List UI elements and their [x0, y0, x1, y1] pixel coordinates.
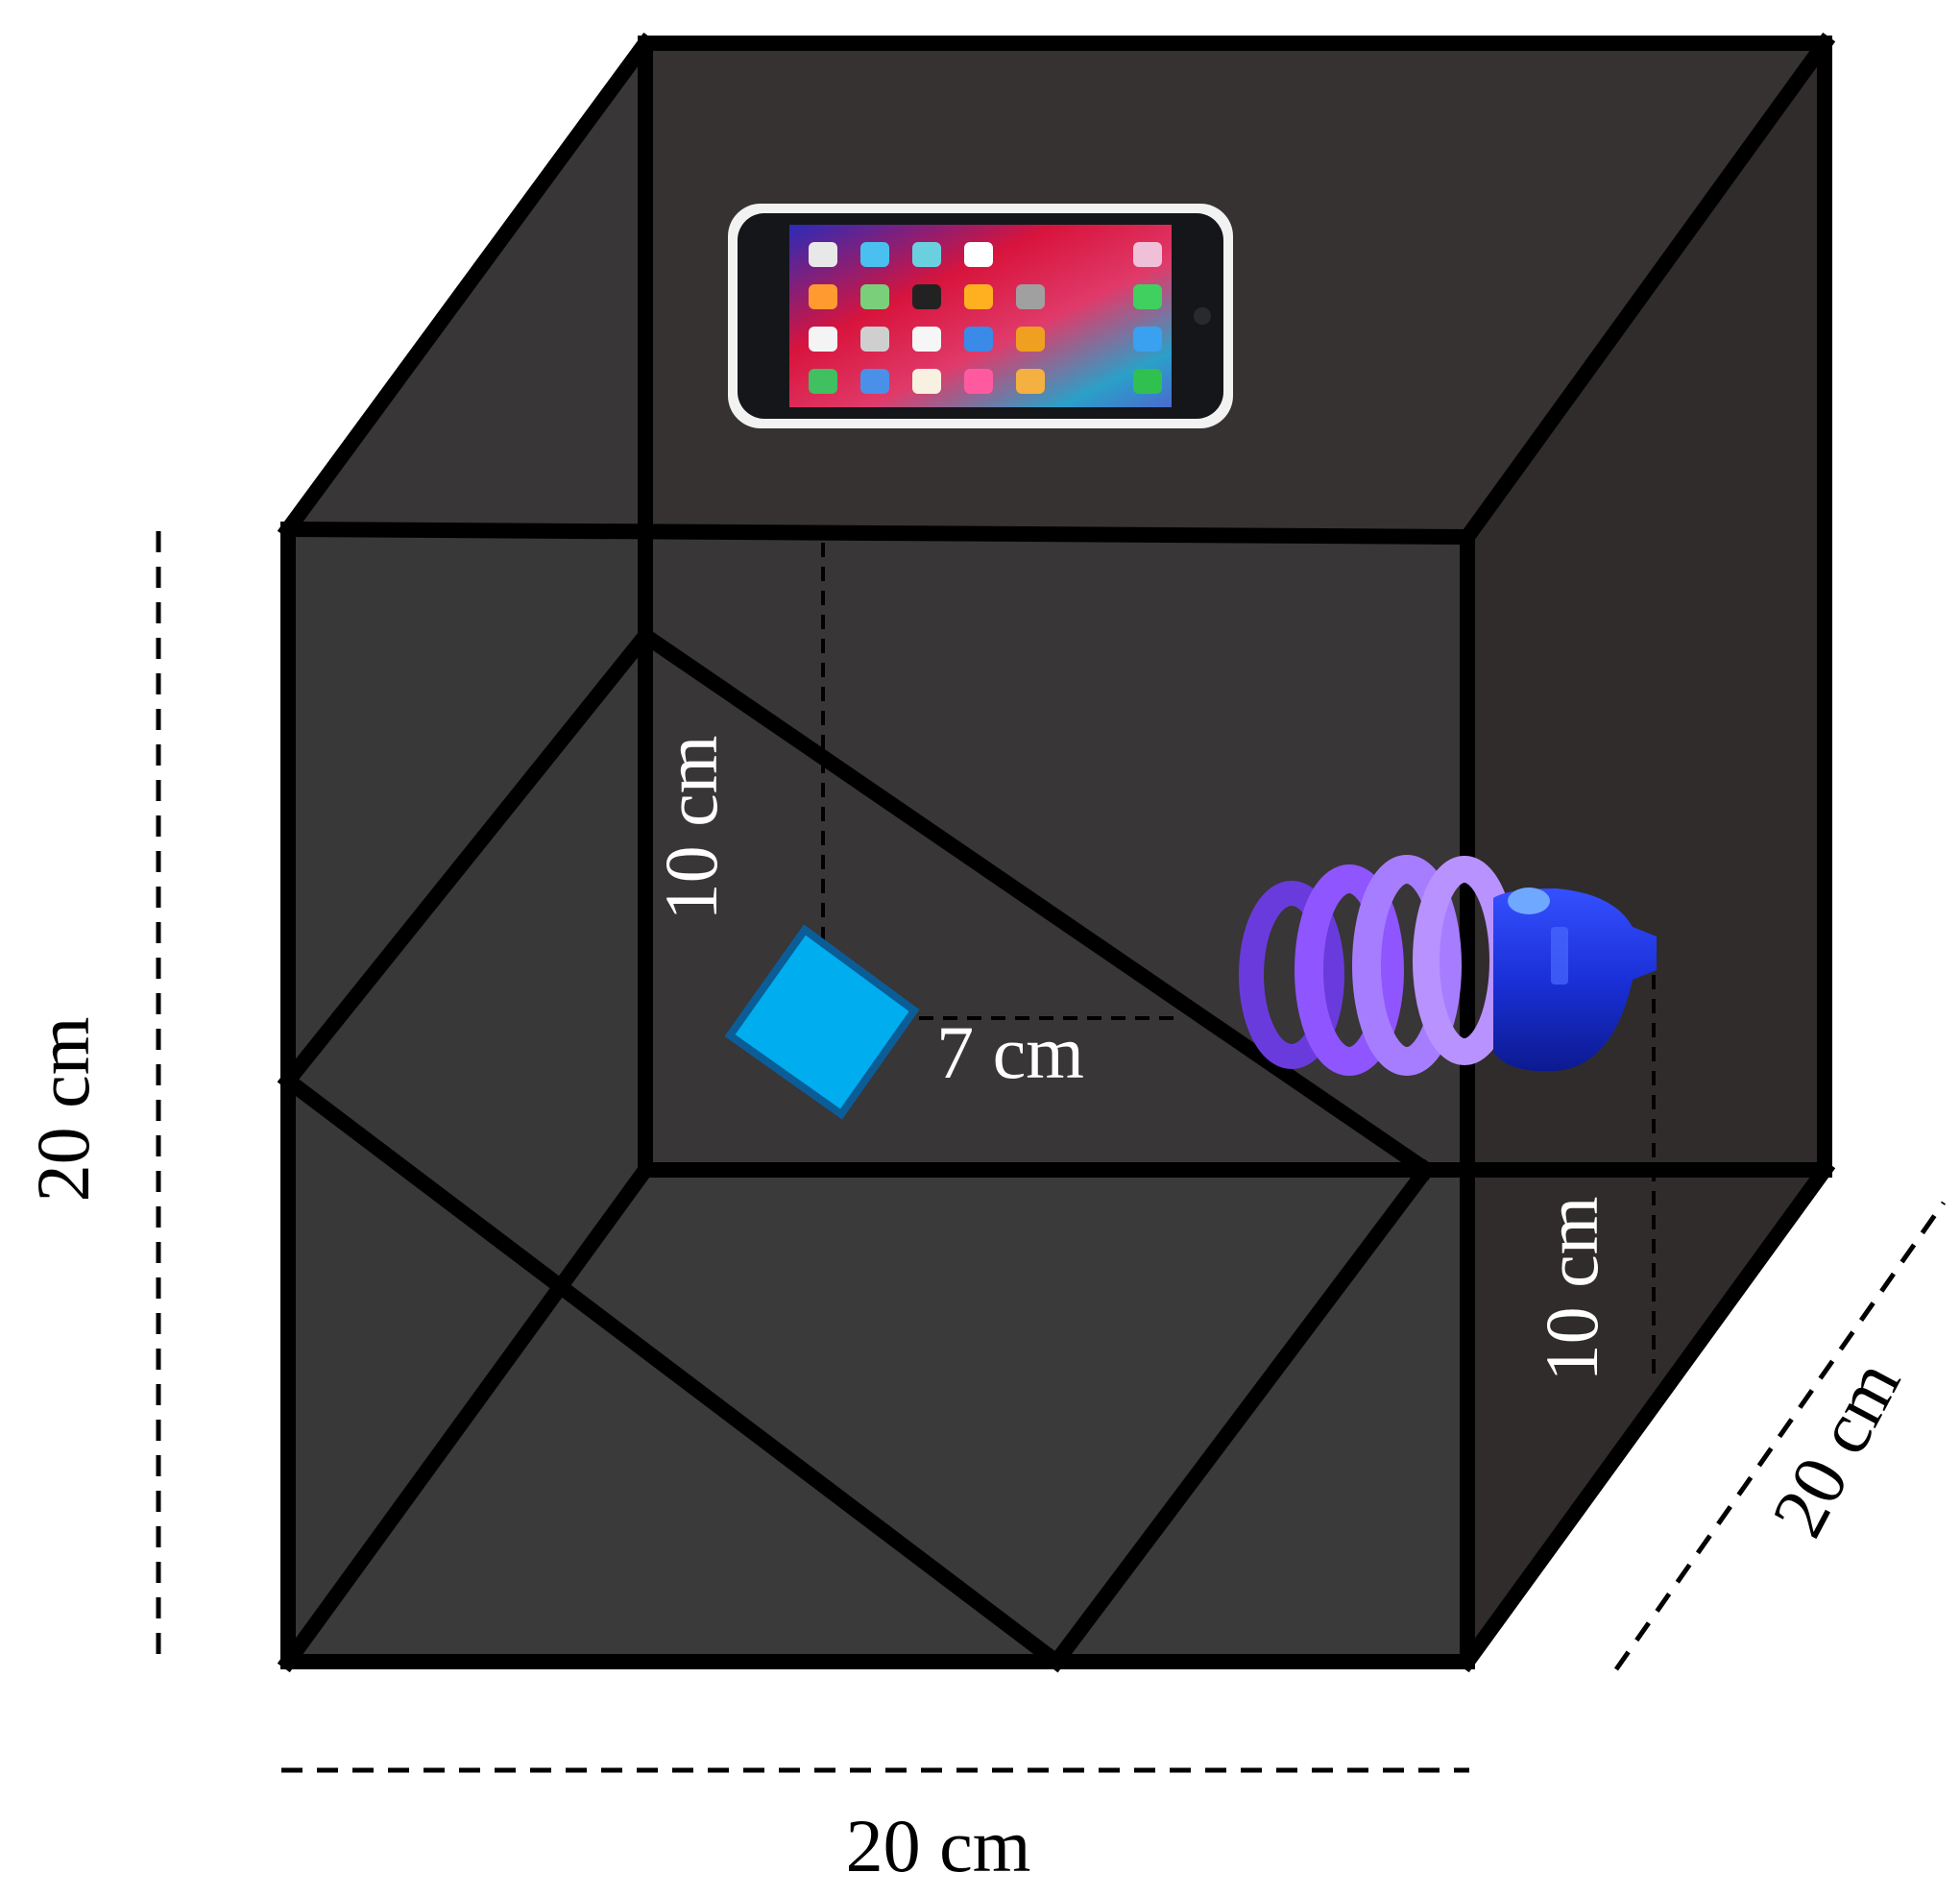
- height-label: 20 cm: [21, 1017, 105, 1203]
- edge-bottom-left: [277, 1158, 657, 1673]
- sample-offset-label: 7 cm: [936, 1010, 1084, 1094]
- lamp-height-label: 10 cm: [1530, 1197, 1613, 1382]
- depth-label: 20 cm: [1755, 1347, 1916, 1549]
- edge-bottom-right: [1456, 1158, 1836, 1673]
- box-edges: [277, 32, 1836, 1673]
- app-icons: [809, 242, 1162, 394]
- smartphone-icon: [728, 204, 1233, 428]
- edge-top-right: [1456, 32, 1836, 548]
- inner-frame-1: [277, 624, 657, 1092]
- dimension-lines: [156, 531, 1947, 1773]
- box-faces: [288, 43, 1825, 1662]
- depth-dimension-line: [1613, 1201, 1947, 1671]
- width-label: 20 cm: [846, 1804, 1031, 1887]
- right-face: [1467, 43, 1825, 1662]
- uv-spiral-lamp-icon: [1239, 855, 1657, 1076]
- sample-square-icon: [724, 924, 920, 1120]
- edge-top-left: [277, 32, 657, 541]
- inner-frame-3: [1045, 1158, 1438, 1673]
- inner-frame-4: [277, 1069, 1068, 1673]
- inner-frame-2: [634, 624, 1438, 1181]
- front-face: [288, 529, 1467, 1662]
- sample-height-label: 10 cm: [649, 736, 733, 921]
